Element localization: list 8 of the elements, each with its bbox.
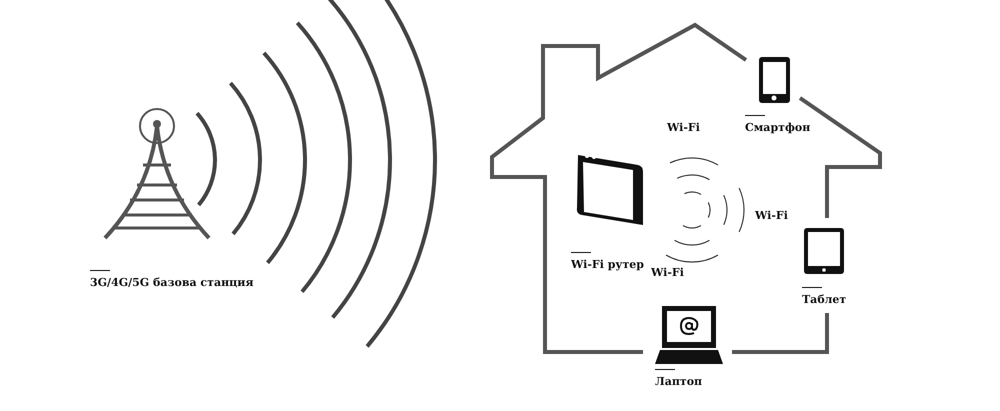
- device-label: Смартфон: [745, 121, 810, 134]
- device-label: Таблет: [802, 293, 846, 306]
- wifi-label: Wi-Fi: [755, 209, 788, 222]
- device-label: Wi-Fi рутер: [571, 258, 644, 271]
- wifi-label: Wi-Fi: [667, 121, 700, 134]
- wifi-label: Wi-Fi: [651, 266, 684, 279]
- device-label: Лаптоп: [655, 375, 702, 388]
- station-label: 3G/4G/5G базова станция: [90, 276, 254, 289]
